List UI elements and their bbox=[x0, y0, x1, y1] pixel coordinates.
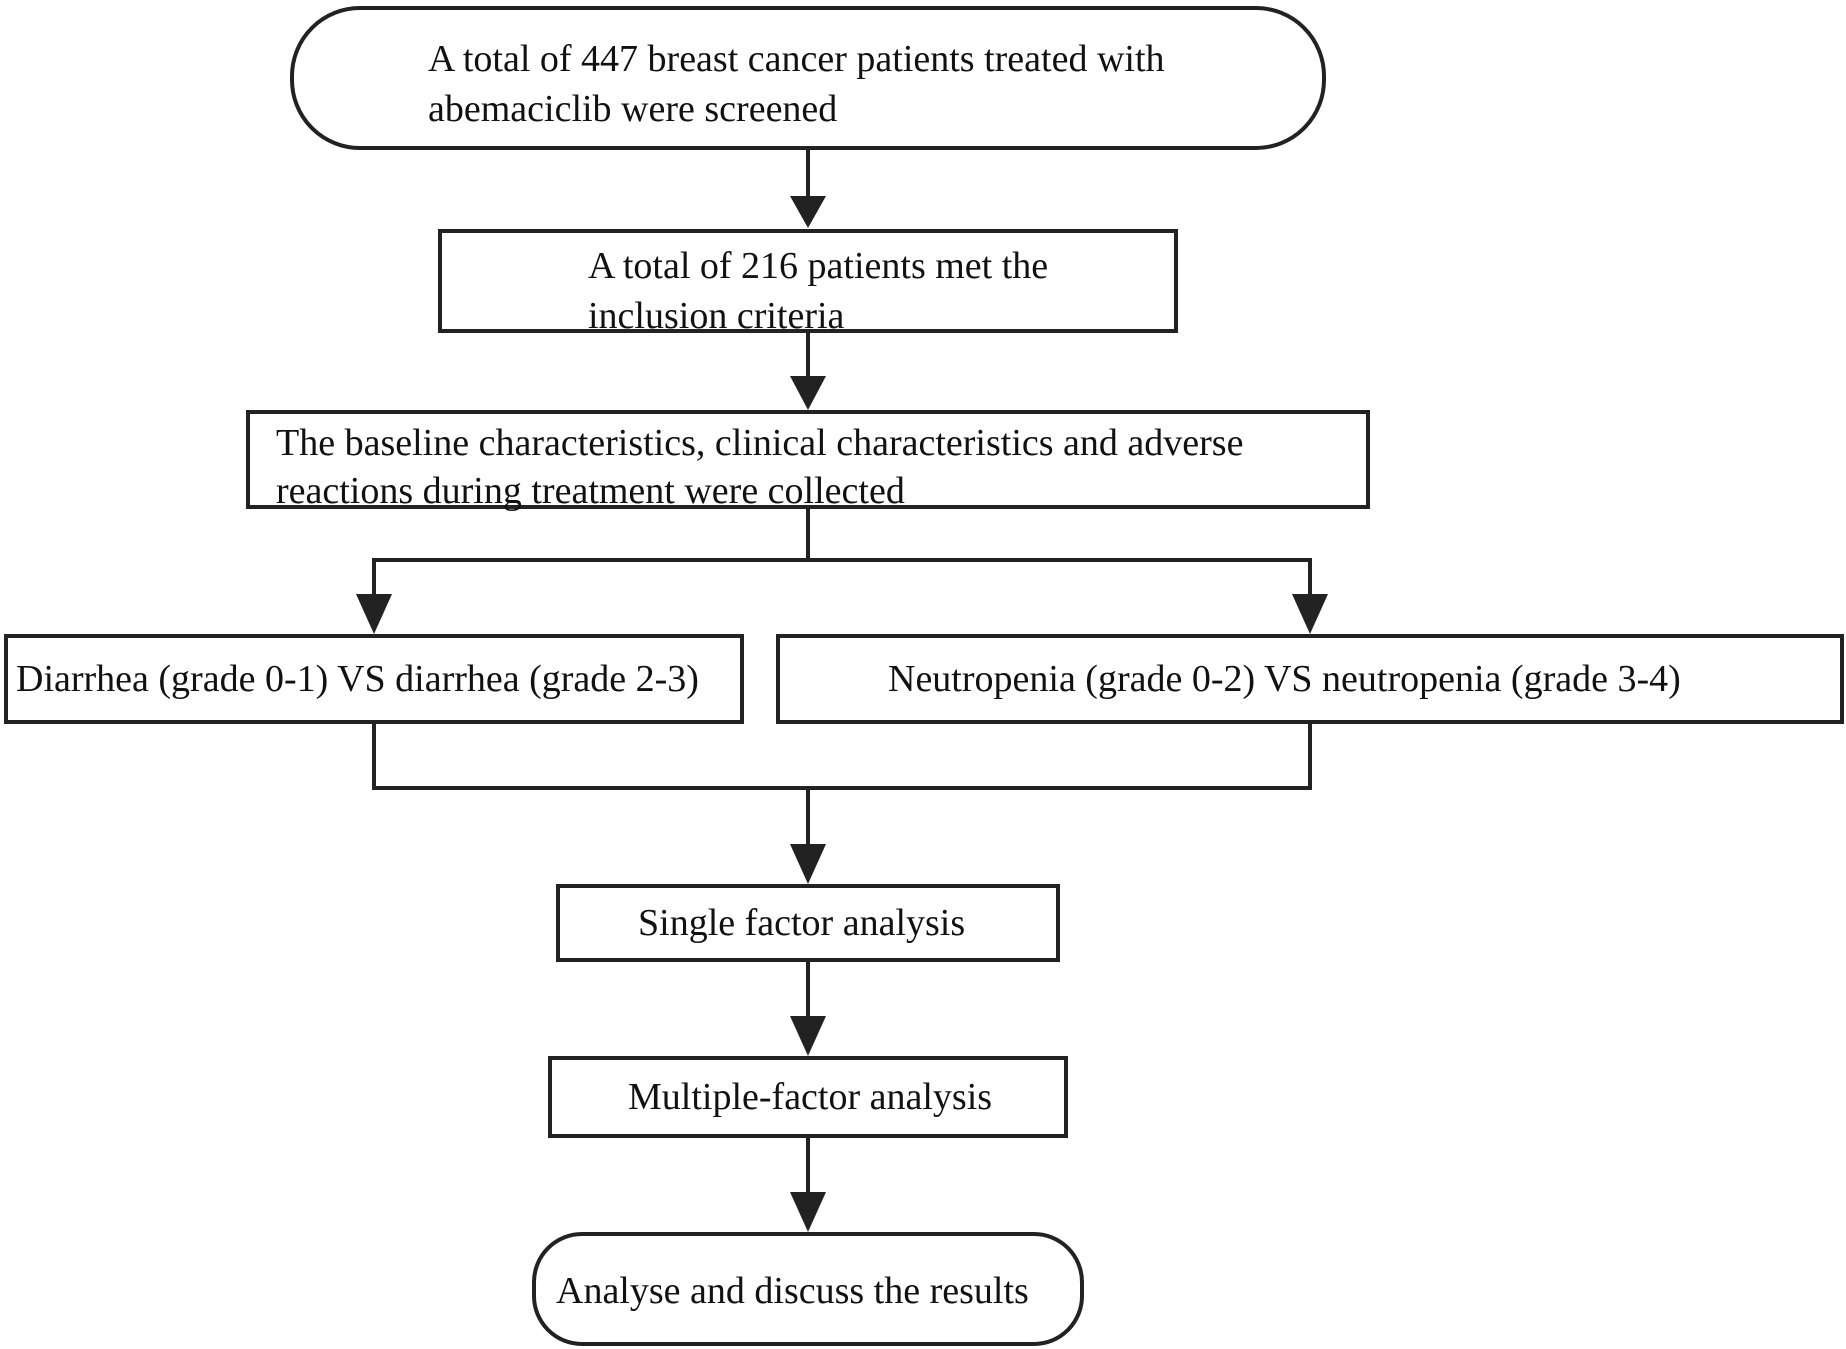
arrowhead-results bbox=[790, 1192, 826, 1232]
inclusion-criteria-box: A total of 216 patients met the inclusio… bbox=[438, 229, 1178, 337]
neutropenia-comparison-box: Neutropenia (grade 0-2) VS neutropenia (… bbox=[776, 634, 1844, 724]
arrowhead-multiple-factor bbox=[790, 1016, 826, 1056]
arrowhead-single-factor bbox=[790, 844, 826, 884]
single-factor-analysis-box: Single factor analysis bbox=[556, 884, 1060, 962]
arrowhead-included bbox=[790, 196, 826, 228]
single-factor-label: Single factor analysis bbox=[638, 902, 966, 944]
diarrhea-label: Diarrhea (grade 0-1) VS diarrhea (grade … bbox=[16, 658, 699, 700]
arrowhead-diarrhea bbox=[356, 594, 392, 634]
diarrhea-comparison-box: Diarrhea (grade 0-1) VS diarrhea (grade … bbox=[4, 634, 744, 724]
results-discussion-box: Analyse and discuss the results bbox=[532, 1232, 1084, 1346]
screened-line-1: A total of 447 breast cancer patients tr… bbox=[428, 38, 1165, 80]
screened-line-2: abemaciclib were screened bbox=[428, 88, 838, 130]
results-label: Analyse and discuss the results bbox=[556, 1270, 1029, 1312]
arrowhead-neutropenia bbox=[1292, 594, 1328, 634]
included-line-2: inclusion criteria bbox=[588, 295, 845, 337]
multiple-factor-analysis-box: Multiple-factor analysis bbox=[548, 1056, 1068, 1138]
multiple-factor-label: Multiple-factor analysis bbox=[628, 1076, 993, 1118]
included-line-1: A total of 216 patients met the bbox=[588, 245, 1049, 287]
collected-line-1: The baseline characteristics, clinical c… bbox=[276, 422, 1244, 464]
collected-line-2: reactions during treatment were collecte… bbox=[276, 470, 905, 512]
arrowhead-collected bbox=[790, 376, 826, 410]
data-collection-box: The baseline characteristics, clinical c… bbox=[246, 410, 1370, 512]
neutropenia-label: Neutropenia (grade 0-2) VS neutropenia (… bbox=[888, 658, 1681, 700]
screened-patients-box: A total of 447 breast cancer patients tr… bbox=[290, 6, 1326, 150]
